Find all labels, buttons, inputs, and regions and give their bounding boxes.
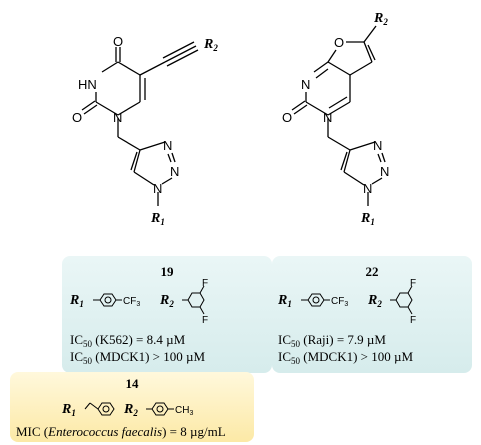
compound-box-19: 19 R1 CF3 R2 F F IC50 (K562) = 8.4 µM IC… bbox=[62, 256, 272, 373]
atom-n1: N bbox=[113, 110, 122, 125]
atom-o-left-right: O bbox=[282, 110, 292, 125]
box-22-title: 22 bbox=[366, 264, 379, 279]
box-14-ch3-text: CH3 bbox=[175, 405, 193, 417]
structure-left bbox=[81, 41, 199, 206]
box-19-f-bottom: F bbox=[202, 315, 208, 326]
difluorophenyl-icon bbox=[182, 285, 205, 315]
atom-hn: HN bbox=[78, 77, 97, 92]
structure-left-labels: O HN O N N N N R2 R1 bbox=[72, 34, 218, 227]
box-14-r2-label: R2 bbox=[123, 402, 138, 418]
box-19-cf3-text: CF3 bbox=[123, 296, 140, 308]
r2-label-right: R2 bbox=[373, 11, 388, 27]
box-19-ic50-mdck1: IC50 (MDCK1) > 100 µM bbox=[70, 349, 205, 366]
box-19-background bbox=[62, 256, 272, 373]
atom-tz-n1-right: N bbox=[373, 138, 382, 153]
atom-tz-n2: N bbox=[170, 164, 179, 179]
structure-right bbox=[291, 25, 386, 206]
box-14-r1-label: R1 bbox=[61, 402, 76, 418]
box-19-title: 19 bbox=[161, 264, 175, 279]
box-22-ic50-mdck1: IC50 (MDCK1) > 100 µM bbox=[278, 349, 413, 366]
atom-tz-n3: N bbox=[153, 181, 162, 196]
box-19-r1-label: R1 bbox=[69, 293, 84, 309]
box-22-r2-label: R2 bbox=[367, 293, 382, 309]
box-19-f-top: F bbox=[202, 278, 208, 289]
atom-n1-right: N bbox=[323, 110, 332, 125]
r1-label-left: R1 bbox=[150, 211, 165, 227]
atom-o-left: O bbox=[72, 110, 82, 125]
r1-label-right: R1 bbox=[360, 211, 375, 227]
box-19-ic50-k562: IC50 (K562) = 8.4 µM bbox=[70, 332, 186, 349]
difluorophenyl-icon bbox=[390, 285, 413, 315]
compound-box-22: 22 R1 CF3 R2 F F IC50 (Raji) = 7.9 µM IC… bbox=[272, 256, 472, 373]
atom-tz-n3-right: N bbox=[363, 181, 372, 196]
cf3-phenyl-icon bbox=[301, 293, 330, 307]
box-14-mic: MIC (Enterococcus faecalis) = 8 µg/mL bbox=[16, 424, 226, 439]
box-14-background bbox=[10, 372, 254, 442]
atom-n-top: N bbox=[301, 77, 310, 92]
box-14-title: 14 bbox=[126, 376, 140, 391]
atom-o-ring: O bbox=[334, 35, 344, 50]
cf3-phenyl-icon bbox=[93, 293, 122, 307]
structure-right-labels: O N O N N N N R2 R1 bbox=[282, 11, 389, 227]
benzyl-icon bbox=[84, 402, 115, 416]
atom-tz-n2-right: N bbox=[380, 164, 389, 179]
box-22-f-top: F bbox=[410, 278, 416, 289]
box-22-f-bottom: F bbox=[410, 315, 416, 326]
p-tolyl-icon bbox=[146, 402, 174, 416]
atom-tz-n1: N bbox=[163, 138, 172, 153]
r2-label-left: R2 bbox=[203, 37, 218, 53]
atom-o-top: O bbox=[113, 34, 123, 49]
box-22-ic50-raji: IC50 (Raji) = 7.9 µM bbox=[278, 332, 386, 349]
box-22-background bbox=[272, 256, 472, 373]
box-22-cf3-text: CF3 bbox=[331, 296, 348, 308]
box-19-r2-label: R2 bbox=[159, 293, 174, 309]
compound-box-14: 14 R1 R2 CH3 MIC (Enterococcus faecalis)… bbox=[10, 372, 254, 442]
box-22-r1-label: R1 bbox=[277, 293, 292, 309]
